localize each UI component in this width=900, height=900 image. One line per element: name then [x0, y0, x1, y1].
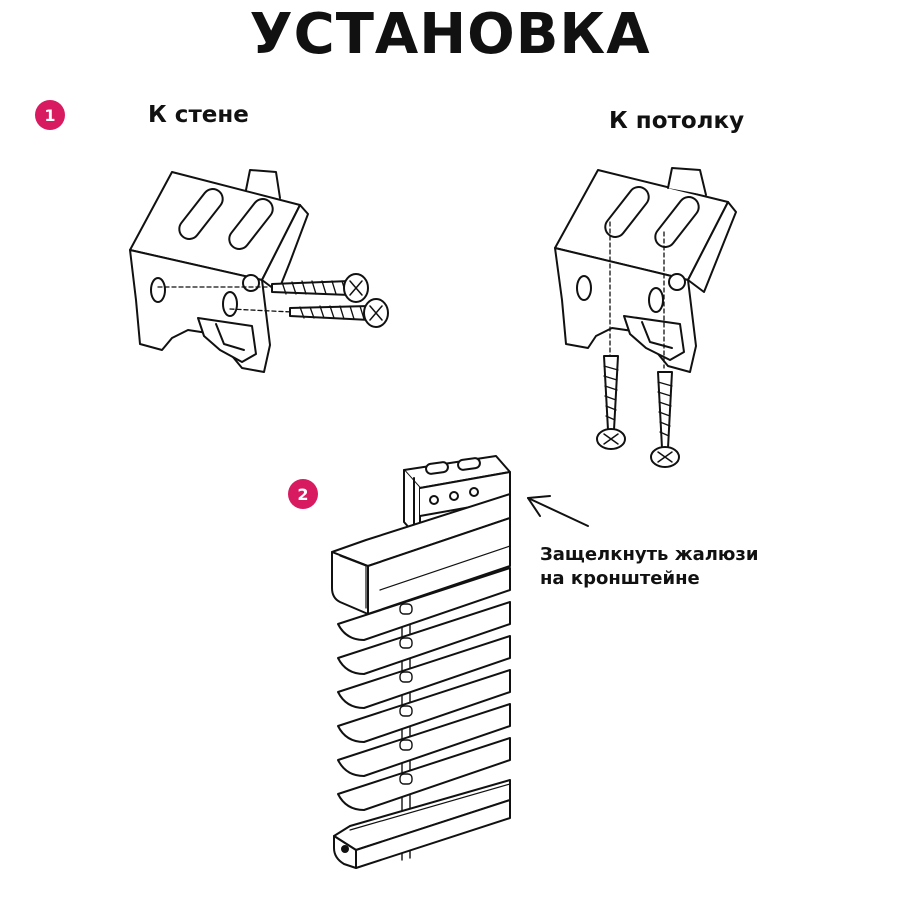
wall-mount-label: К стене — [148, 102, 249, 128]
wall-bracket — [129, 169, 309, 373]
ceiling-mount-label: К потолку — [609, 108, 745, 134]
wall-screw-top — [271, 273, 369, 303]
snap-instruction-line-1: Защелкнуть жалюзи — [540, 544, 759, 565]
step-1-badge: 1 — [35, 100, 65, 130]
snap-instruction: Защелкнуть жалюзи на кронштейне — [540, 543, 759, 591]
head-rail — [331, 493, 511, 615]
snap-instruction-line-2: на кронштейне — [540, 568, 700, 589]
wall-screw-bottom — [289, 298, 389, 328]
bottom-rail — [333, 779, 511, 869]
ceiling-screw-right — [650, 371, 680, 468]
step-2-badge: 2 — [288, 479, 318, 509]
ceiling-bracket — [554, 167, 737, 373]
ceiling-screw-left — [596, 355, 626, 450]
page-title: УСТАНОВКА — [249, 2, 651, 67]
slats — [337, 567, 511, 811]
ladder-rungs — [399, 603, 413, 785]
snap-arrow — [527, 495, 589, 527]
